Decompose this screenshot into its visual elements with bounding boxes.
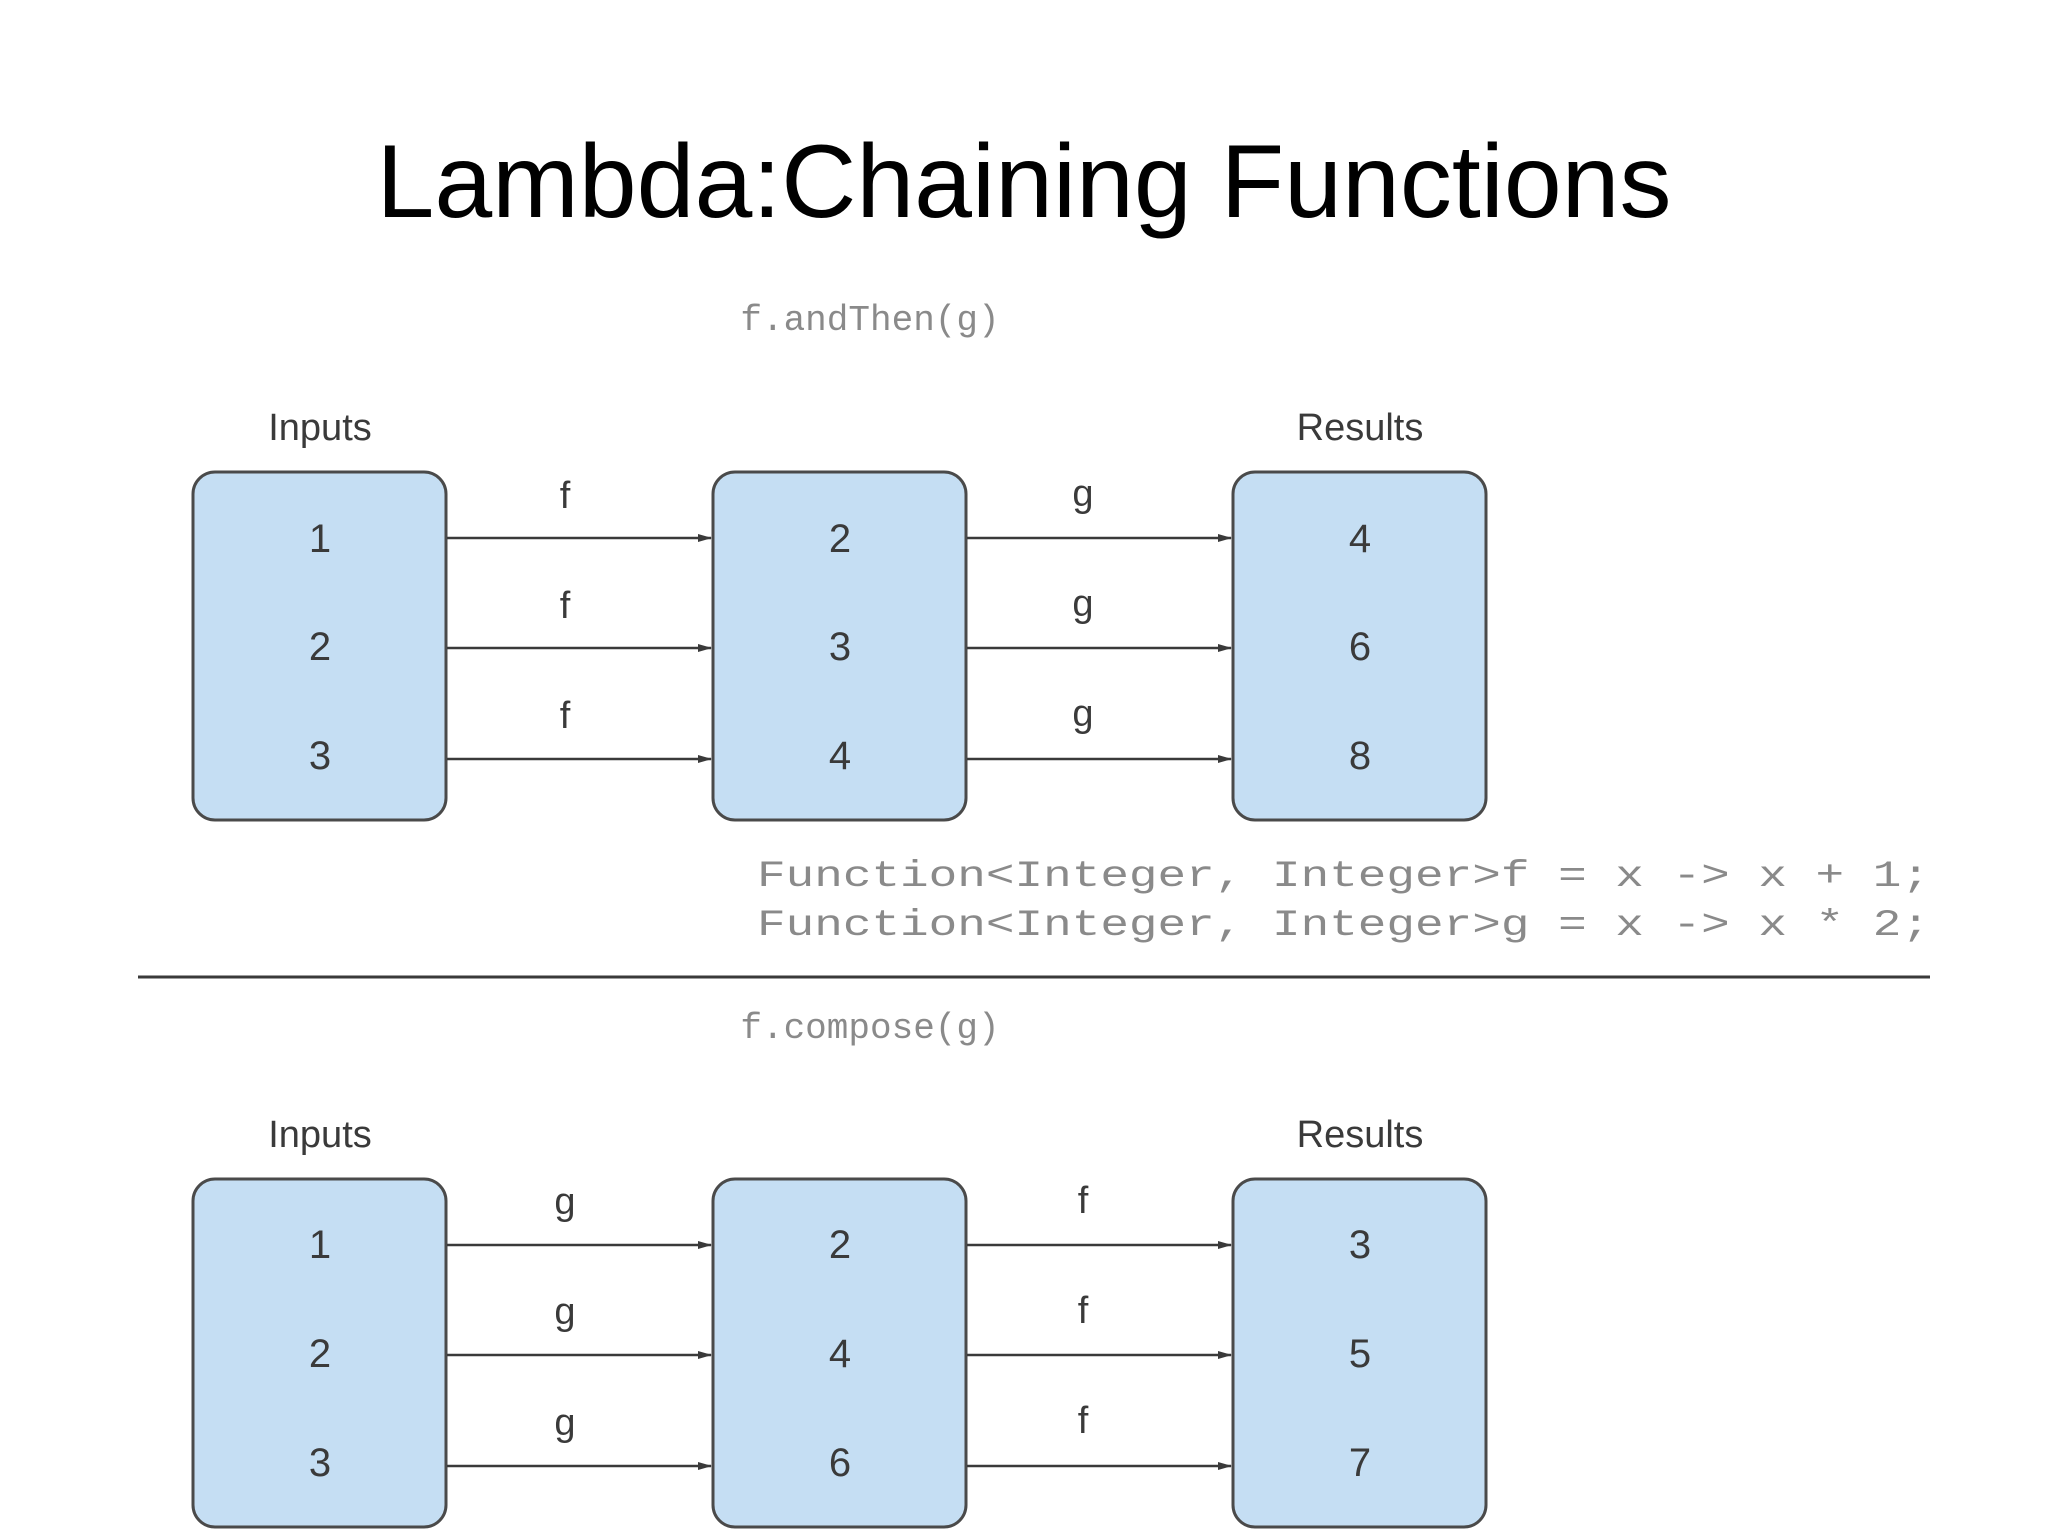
top-inputs-label: Inputs xyxy=(268,407,372,449)
top-input-value: 2 xyxy=(309,625,331,669)
top-middle-box xyxy=(711,470,968,822)
top-results-label: Results xyxy=(1297,407,1424,449)
top-input-value: 3 xyxy=(309,734,331,778)
top-result-value: 6 xyxy=(1349,625,1371,669)
bottom-result-value: 5 xyxy=(1349,1332,1371,1376)
top-arrow-label: f xyxy=(560,695,571,737)
slide-title: Lambda:Chaining Functions xyxy=(376,124,1672,240)
top-arrow-label: f xyxy=(560,475,571,517)
bottom-input-value: 2 xyxy=(309,1332,331,1376)
bottom-input-value: 1 xyxy=(309,1223,331,1267)
code-line-g: Function<Integer, Integer>g = x -> x * 2… xyxy=(757,905,1930,947)
top-middle-value: 4 xyxy=(829,734,851,778)
bottom-inputs-box xyxy=(191,1177,448,1529)
top-arrow-label: f xyxy=(560,585,571,627)
compose-diagram: f.compose(g) Inputs Results 1 2 3 2 4 6 … xyxy=(191,1008,1488,1529)
bottom-results-box xyxy=(1231,1177,1488,1529)
compose-expression: f.compose(g) xyxy=(740,1008,999,1049)
top-result-value: 4 xyxy=(1349,517,1371,561)
top-arrow-label: g xyxy=(1072,473,1093,515)
bottom-arrow-label: g xyxy=(554,1181,575,1223)
bottom-result-value: 3 xyxy=(1349,1223,1371,1267)
bottom-middle-value: 6 xyxy=(829,1441,851,1485)
code-line-f: Function<Integer, Integer>f = x -> x + 1… xyxy=(757,856,1930,898)
top-middle-value: 2 xyxy=(829,517,851,561)
bottom-input-value: 3 xyxy=(309,1441,331,1485)
bottom-middle-value: 4 xyxy=(829,1332,851,1376)
and-then-expression: f.andThen(g) xyxy=(740,300,999,341)
bottom-middle-box xyxy=(711,1177,968,1529)
bottom-results-label: Results xyxy=(1297,1114,1424,1156)
bottom-inputs-label: Inputs xyxy=(268,1114,372,1156)
bottom-middle-value: 2 xyxy=(829,1223,851,1267)
top-arrow-label: g xyxy=(1072,583,1093,625)
bottom-arrow-label: g xyxy=(554,1291,575,1333)
top-inputs-box xyxy=(191,470,448,822)
bottom-arrow-label: f xyxy=(1078,1290,1089,1332)
and-then-diagram: f.andThen(g) Inputs Results 1 2 3 2 3 4 … xyxy=(191,300,1488,822)
top-arrow-label: g xyxy=(1072,693,1093,735)
bottom-arrow-label: g xyxy=(554,1402,575,1444)
bottom-result-value: 7 xyxy=(1349,1441,1371,1485)
top-results-box xyxy=(1231,470,1488,822)
bottom-arrow-label: f xyxy=(1078,1400,1089,1442)
bottom-arrow-label: f xyxy=(1078,1180,1089,1222)
top-middle-value: 3 xyxy=(829,625,851,669)
top-input-value: 1 xyxy=(309,517,331,561)
top-result-value: 8 xyxy=(1349,734,1371,778)
